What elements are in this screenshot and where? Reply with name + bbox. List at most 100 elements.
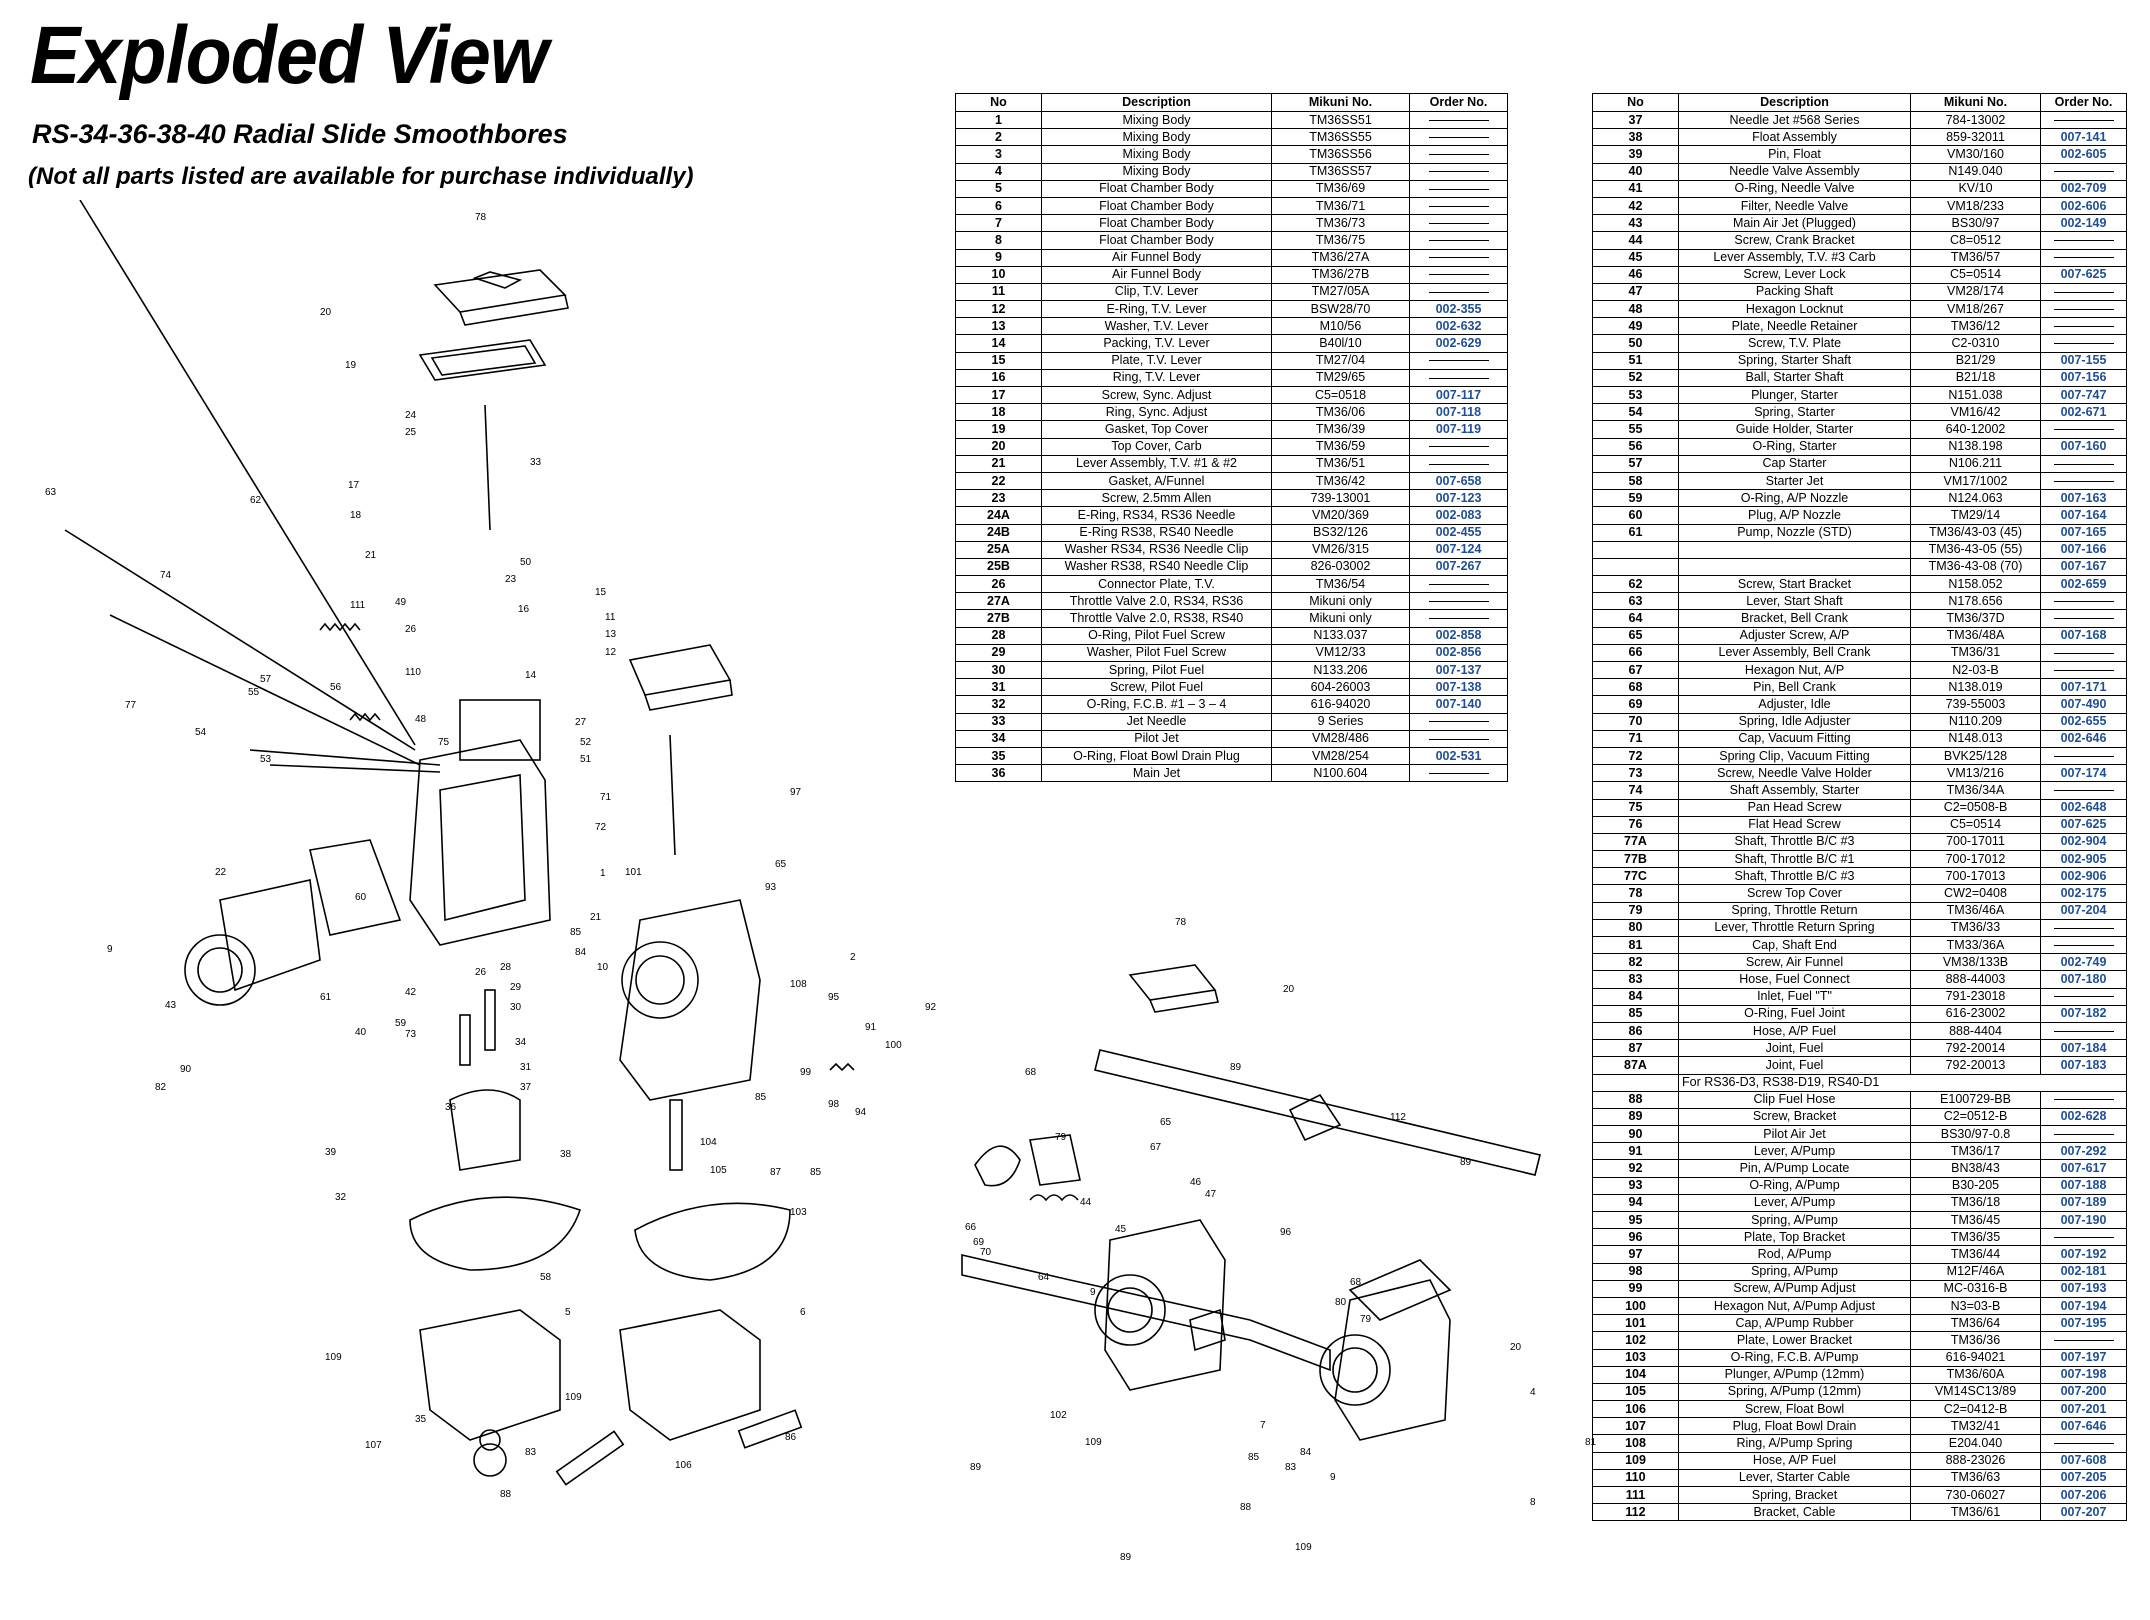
part-description: Float Chamber Body: [1041, 214, 1272, 233]
order-no: [2040, 781, 2127, 800]
part-description: Adjuster Screw, A/P: [1678, 626, 1911, 645]
mikuni-no: TM36/69: [1271, 179, 1410, 198]
order-no-unavailable-dash: [1428, 601, 1489, 603]
svg-text:75: 75: [438, 737, 450, 748]
order-no: [1409, 454, 1508, 473]
order-no: 002-175: [2040, 884, 2127, 903]
svg-text:20: 20: [1510, 1342, 1522, 1353]
order-no: 002-083: [1409, 506, 1508, 525]
part-no: 14: [955, 334, 1042, 353]
svg-text:37: 37: [520, 1082, 532, 1093]
part-description: Screw, Bracket: [1678, 1107, 1911, 1127]
order-no: [2040, 1434, 2127, 1453]
svg-text:16: 16: [518, 604, 530, 615]
svg-text:54: 54: [195, 727, 207, 738]
part-no: 46: [1592, 265, 1679, 284]
part-description: Shaft, Throttle B/C #1: [1678, 850, 1911, 869]
svg-text:78: 78: [1175, 917, 1187, 928]
part-description: O-Ring, Float Bowl Drain Plug: [1041, 746, 1272, 766]
svg-text:32: 32: [335, 1192, 347, 1203]
part-no: 63: [1592, 592, 1679, 611]
part-no: 32: [955, 695, 1042, 714]
svg-text:44: 44: [1080, 1197, 1092, 1208]
order-no: 007-200: [2040, 1382, 2127, 1402]
mikuni-no: C5=0514: [1910, 815, 2041, 834]
part-no: 103: [1592, 1348, 1679, 1367]
mikuni-no: TM36/18: [1910, 1193, 2041, 1213]
part-no: 9: [955, 248, 1042, 267]
mikuni-no: TM36/75: [1271, 231, 1410, 250]
order-no-unavailable-dash: [1428, 360, 1489, 362]
part-description: [1678, 557, 1911, 577]
part-description: Spring, Starter: [1678, 403, 1911, 422]
header-order-no: Order No.: [2040, 93, 2127, 112]
part-description: Pin, A/Pump Locate: [1678, 1159, 1911, 1178]
order-no: 007-182: [2040, 1004, 2127, 1023]
order-no: [2040, 609, 2127, 628]
part-no: 31: [955, 678, 1042, 697]
row-note: For RS36-D3, RS38-D19, RS40-D1: [1678, 1073, 2127, 1092]
order-no: [1409, 575, 1508, 594]
order-no: 007-193: [2040, 1279, 2127, 1298]
part-description: Lever, Starter Cable: [1678, 1468, 1911, 1488]
order-no-unavailable-dash: [2053, 618, 2114, 620]
svg-text:92: 92: [925, 1002, 937, 1013]
part-no: 83: [1592, 970, 1679, 989]
part-description: O-Ring, Pilot Fuel Screw: [1041, 626, 1272, 645]
order-no: 002-655: [2040, 712, 2127, 731]
order-no: 007-195: [2040, 1314, 2127, 1333]
mikuni-no: 739-13001: [1271, 489, 1410, 508]
order-no: [1409, 265, 1508, 284]
part-no: 86: [1592, 1021, 1679, 1041]
mikuni-no: 700-17011: [1910, 832, 2041, 852]
part-no: 2: [955, 128, 1042, 147]
part-no: 20: [955, 437, 1042, 456]
header-mikuni-no: Mikuni No.: [1910, 93, 2041, 112]
order-no: 007-625: [2040, 265, 2127, 284]
part-no: 87: [1592, 1039, 1679, 1058]
svg-text:31: 31: [520, 1062, 532, 1073]
part-description: Screw, Lever Lock: [1678, 265, 1911, 284]
part-no: 43: [1592, 214, 1679, 233]
mikuni-no: 888-23026: [1910, 1451, 2041, 1470]
part-description: Lever, Start Shaft: [1678, 592, 1911, 611]
part-no: 78: [1592, 884, 1679, 903]
part-no: 5: [955, 179, 1042, 198]
page-subtitle: RS-34-36-38-40 Radial Slide Smoothbores: [32, 119, 568, 149]
part-no: 96: [1592, 1228, 1679, 1247]
svg-text:72: 72: [595, 822, 607, 833]
order-no-unavailable-dash: [2053, 1099, 2114, 1101]
part-no: 23: [955, 489, 1042, 508]
svg-text:48: 48: [415, 714, 427, 725]
part-description: Screw, Needle Valve Holder: [1678, 764, 1911, 783]
order-no: 007-166: [2040, 540, 2127, 559]
svg-text:18: 18: [350, 510, 362, 521]
order-no: 002-632: [1409, 317, 1508, 336]
mikuni-no: TM36/61: [1910, 1503, 2041, 1522]
order-no: [2040, 1125, 2127, 1144]
order-no: 007-141: [2040, 128, 2127, 147]
svg-text:10: 10: [597, 962, 609, 973]
svg-text:71: 71: [600, 792, 612, 803]
mikuni-no: TM36/17: [1910, 1142, 2041, 1161]
table-row: TM36-43-05 (55)007-166: [1592, 540, 2127, 559]
part-description: Mixing Body: [1041, 145, 1272, 164]
mikuni-no: VM14SC13/89: [1910, 1382, 2041, 1402]
part-description: Lever, A/Pump: [1678, 1142, 1911, 1161]
